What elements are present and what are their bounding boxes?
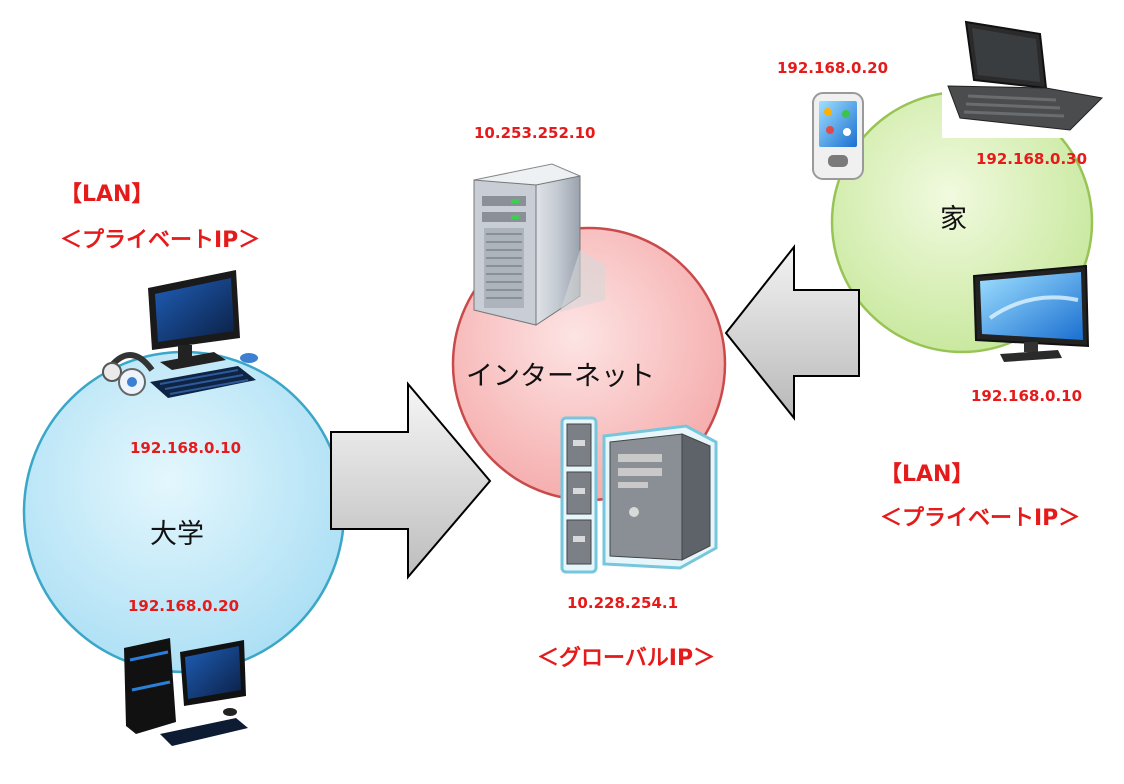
home-monitor-ip: 192.168.0.10 xyxy=(971,387,1083,405)
home-label: 家 xyxy=(940,204,967,235)
university-desktop-pc-icon xyxy=(102,270,258,398)
internet-label: インターネット xyxy=(466,361,655,392)
server-tower-icon xyxy=(473,163,605,326)
internet-router-ip: 10.228.254.1 xyxy=(567,594,679,612)
university-private-ip-heading: ＜プライベートIP＞ xyxy=(60,228,261,253)
internet-server-ip: 10.253.252.10 xyxy=(474,124,596,142)
university-pc1-ip: 192.168.0.10 xyxy=(130,439,242,457)
home-laptop-ip: 192.168.0.30 xyxy=(976,150,1088,168)
home-private-ip-heading: ＜プライベートIP＞ xyxy=(880,506,1081,531)
arrow-home-to-internet xyxy=(724,244,860,421)
home-laptop-icon xyxy=(942,20,1104,138)
university-pc2-ip: 192.168.0.20 xyxy=(128,597,240,615)
home-monitor-icon xyxy=(972,264,1090,362)
router-servers-icon xyxy=(560,416,718,574)
university-lan-heading: 【LAN】 xyxy=(60,182,154,207)
home-phone-icon xyxy=(812,92,864,180)
arrow-university-to-internet xyxy=(330,381,492,580)
home-phone-ip: 192.168.0.20 xyxy=(777,59,889,77)
home-lan-heading: 【LAN】 xyxy=(880,462,974,487)
university-label: 大学 xyxy=(150,519,204,550)
university-workstation-icon xyxy=(124,638,248,746)
global-ip-heading: ＜グローバルIP＞ xyxy=(537,646,716,671)
